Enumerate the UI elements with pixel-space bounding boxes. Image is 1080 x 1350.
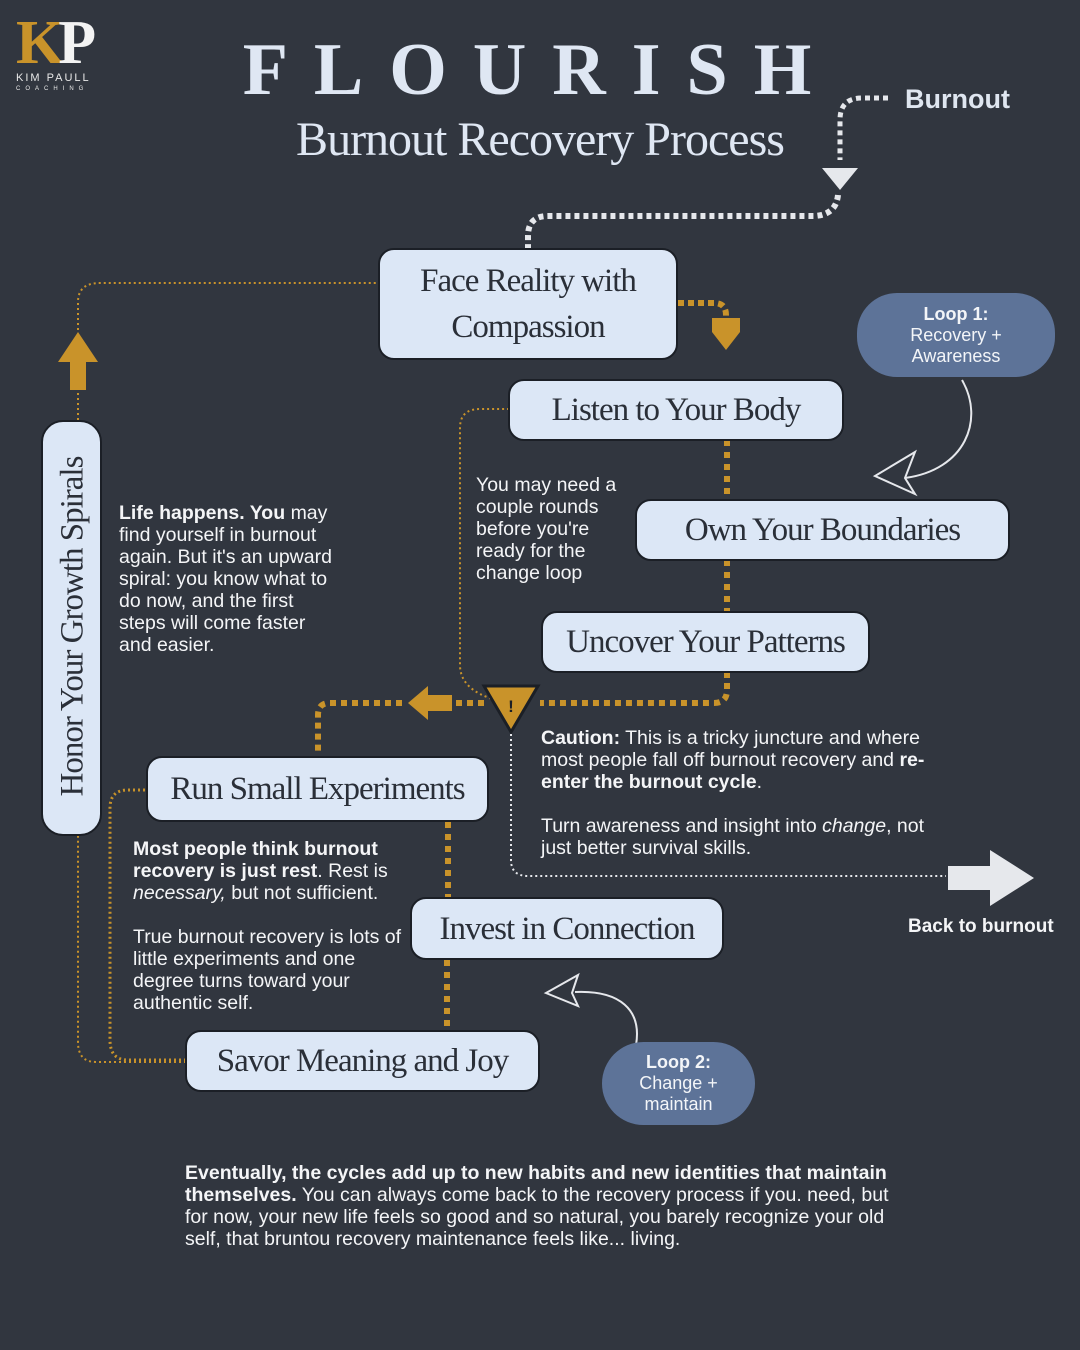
- savor-to-honor-path: [77, 836, 186, 1063]
- loop1-badge: Loop 1: Recovery + Awareness: [857, 293, 1055, 377]
- step-face-reality: Face Reality with Compassion: [378, 248, 678, 360]
- loop2-return-path: [108, 788, 186, 1062]
- loop-line: Change +: [639, 1073, 718, 1093]
- note-bold: Life happens. You: [119, 502, 286, 524]
- honor-up-arrow: [58, 332, 98, 390]
- step-label: Listen to Your Body: [551, 392, 802, 428]
- note-bold: Caution:: [541, 727, 621, 749]
- loop2-curved-arrow: [574, 990, 638, 1046]
- step-listen-body: Listen to Your Body: [508, 379, 844, 441]
- note-text: , not just better survival skills.: [541, 815, 925, 859]
- loop-title: Loop 1:: [923, 303, 989, 324]
- step-label: Own Your Boundaries: [684, 512, 961, 548]
- note-emphasis: change: [822, 815, 887, 837]
- step-own-boundaries: Own Your Boundaries: [635, 499, 1010, 561]
- left-arrow: [408, 686, 452, 720]
- page-title: FLOURISH: [242, 29, 838, 111]
- step-savor-meaning: Savor Meaning and Joy: [185, 1030, 540, 1092]
- back-to-burnout-path: [510, 734, 946, 877]
- note-text: . Rest is: [317, 860, 388, 882]
- uncover-to-junction-path: [540, 672, 730, 706]
- note-caution: Caution: This is a tricky juncture and w…: [541, 727, 941, 859]
- back-to-burnout-label: Back to burnout: [908, 916, 1054, 937]
- run-entry-path: [315, 700, 402, 755]
- note-text: .: [756, 771, 763, 793]
- note-life-happens: Life happens. You may find yourself in b…: [119, 502, 341, 656]
- note-text: but not sufficient.: [225, 882, 379, 904]
- caution-glyph: !: [508, 697, 514, 716]
- step-uncover-patterns: Uncover Your Patterns: [541, 611, 870, 673]
- loop-title: Loop 2:: [646, 1052, 711, 1072]
- honor-to-face-path: [77, 282, 378, 330]
- caution-triangle: [481, 684, 541, 735]
- step-run-experiments: Run Small Experiments: [146, 756, 489, 822]
- loop2-arrowhead: [543, 972, 580, 1008]
- back-to-burnout-arrow: [948, 850, 1034, 906]
- step-label: Run Small Experiments: [170, 771, 465, 807]
- step-label: Uncover Your Patterns: [566, 624, 846, 660]
- face-to-listen-arrow: [712, 318, 740, 350]
- note-text: True burnout recovery is lots of little …: [133, 926, 402, 1014]
- loop-line: maintain: [644, 1094, 713, 1114]
- note-bold: re-enter the burnout cycle: [541, 749, 925, 793]
- note-text: Turn awareness and insight into: [541, 815, 823, 837]
- burnout-entry-path-2: [525, 194, 841, 248]
- logo-k: K: [16, 9, 64, 77]
- note-rest: Most people think burnout recovery is ju…: [133, 838, 405, 1014]
- burnout-entry-arrow: [822, 168, 858, 190]
- loop1-return-path: [459, 408, 508, 701]
- step-label: Savor Meaning and Joy: [216, 1043, 510, 1079]
- step-label: Invest in Connection: [439, 910, 696, 947]
- step-label: Honor Your Growth Spirals: [54, 456, 91, 797]
- logo: KP: [16, 8, 96, 79]
- step-invest-connection: Invest in Connection: [410, 897, 724, 960]
- page-subtitle: Burnout Recovery Process: [296, 113, 785, 166]
- logo-tagline: COACHING: [16, 86, 89, 92]
- logo-p: P: [58, 9, 96, 77]
- footer-bold: Eventually, the cycles add up to new hab…: [185, 1162, 887, 1206]
- burnout-entry-label: Burnout: [905, 84, 1010, 114]
- step-honor-growth: Honor Your Growth Spirals: [41, 420, 102, 836]
- note-bold: Most people think burnout recovery is ju…: [133, 838, 378, 882]
- loop1-arrowhead: [872, 449, 918, 497]
- loop-line: Awareness: [911, 345, 1001, 366]
- footer-text: Eventually, the cycles add up to new hab…: [185, 1162, 915, 1250]
- note-text: This is a tricky juncture and where most…: [541, 727, 920, 771]
- step-label: Face Reality with Compassion: [420, 263, 637, 345]
- footer-rest: You can always come back to the recovery…: [185, 1184, 889, 1250]
- loop-line: Recovery +: [910, 324, 1002, 345]
- loop1-curved-arrow: [904, 379, 973, 479]
- note-emphasis: necessary,: [133, 882, 226, 904]
- note-text: may find yourself in burnout again. But …: [119, 502, 332, 656]
- face-to-listen-path: [678, 300, 729, 320]
- logo-name: KIM PAULL: [16, 72, 91, 84]
- note-rounds: You may need a couple rounds before you'…: [476, 474, 617, 584]
- loop2-badge: Loop 2: Change + maintain: [602, 1042, 755, 1125]
